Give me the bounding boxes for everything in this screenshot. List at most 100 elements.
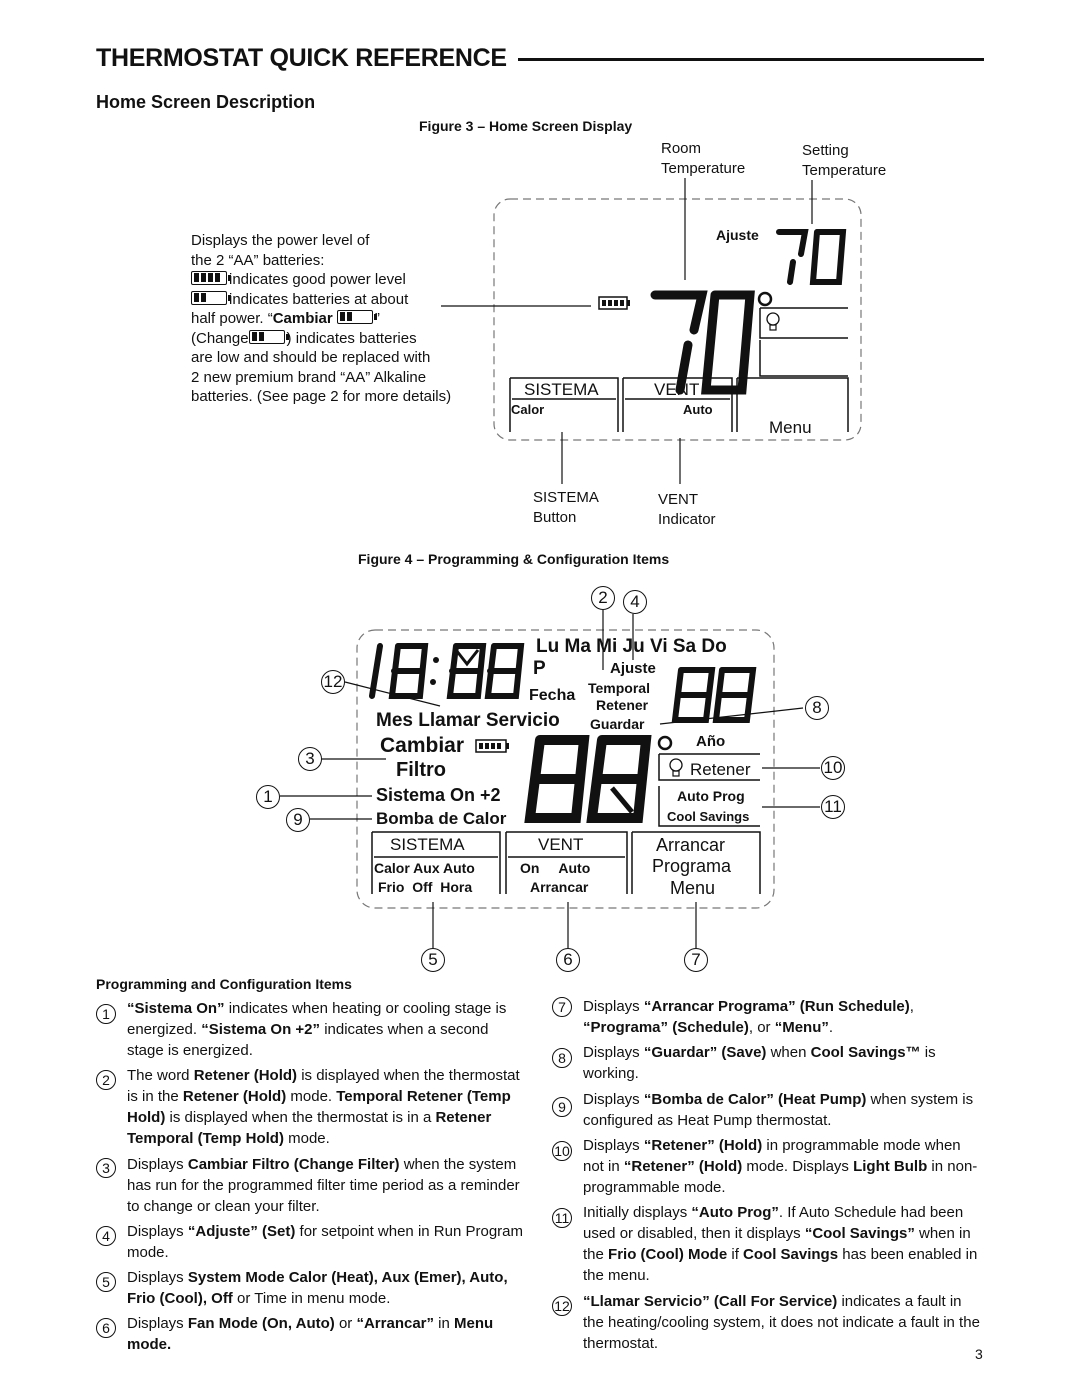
item-3-number: 3 (96, 1158, 116, 1178)
lcd-ajuste: Ajuste (716, 227, 759, 243)
page-title: THERMOSTAT QUICK REFERENCE (96, 44, 507, 72)
battery-desc-line7: are low and should be replaced with (191, 349, 431, 366)
setting-temperature-label: Setting Temperature (802, 142, 887, 179)
battery-desc-line6: (Change) indicates batteries (191, 329, 417, 347)
item-1-number: 1 (96, 1004, 116, 1024)
callout-1: 1 (256, 785, 280, 809)
battery-desc-line2: the 2 “AA” batteries: (191, 251, 325, 269)
item-6-text: Displays Fan Mode (On, Auto) or “Arranca… (127, 1315, 494, 1353)
lcd-retener: Retener (690, 760, 751, 779)
item-10-text: Displays “Retener” (Hold) in programmabl… (583, 1137, 978, 1196)
title-rule (518, 58, 984, 61)
lcd-calor: Calor (511, 402, 545, 417)
callout-2: 2 (591, 586, 615, 610)
lcd-programa: Programa (652, 856, 732, 876)
item-12-number: 12 (552, 1296, 572, 1316)
battery-description: Displays the power level of the 2 “AA” b… (191, 231, 491, 407)
item-11-text: Initially displays “Auto Prog”. If Auto … (583, 1204, 978, 1284)
item-9-number: 9 (552, 1097, 572, 1117)
lcd-vent-row1: On Auto (520, 860, 591, 876)
item-4-number: 4 (96, 1226, 116, 1246)
lcd-auto: Auto (683, 402, 713, 417)
lcd-bomba-de-calor: Bomba de Calor (376, 809, 507, 828)
lcd-menu: Menu (769, 418, 812, 437)
item-1-text: “Sistema On” indicates when heating or c… (127, 1000, 507, 1059)
battery-change-icon (248, 329, 289, 344)
clock-digits (369, 643, 525, 699)
battery-lcd-icon (598, 296, 630, 310)
section-title: Home Screen Description (96, 92, 316, 112)
items-heading: Programming and Configuration Items (96, 976, 352, 992)
battery-low-icon (336, 310, 377, 324)
lcd-days: Lu Ma Mi Ju Vi Sa Do (536, 636, 727, 657)
filter-battery-icon (475, 739, 509, 753)
lcd-vent: VENT (654, 380, 700, 399)
item-5-number: 5 (96, 1272, 116, 1292)
callout-6: 6 (556, 948, 580, 972)
lcd-filtro: Filtro (396, 759, 446, 781)
set-digits (671, 667, 757, 723)
item-7-number: 7 (552, 997, 572, 1017)
figure4-lcd-drawing (280, 610, 820, 948)
lcd-retener-small: Retener (596, 697, 649, 713)
lcd-cambiar: Cambiar (380, 734, 465, 757)
battery-desc-line1: Displays the power level of (191, 232, 370, 249)
battery-desc-line3: indicates good power level (191, 270, 491, 290)
item-2-number: 2 (96, 1070, 116, 1090)
lcd-menu-fig4: Menu (670, 878, 716, 898)
callout-4: 4 (623, 590, 647, 614)
lcd-ajuste-fig4: Ajuste (610, 660, 656, 677)
figure3-caption: Figure 3 – Home Screen Display (419, 118, 633, 134)
lcd-sys-row1: Calor Aux Auto (374, 860, 475, 876)
item-8-number: 8 (552, 1048, 572, 1068)
lcd-guardar: Guardar (590, 716, 645, 732)
big-digits (524, 735, 652, 823)
lcd-temporal: Temporal (588, 680, 650, 696)
callout-12: 12 (321, 670, 345, 694)
callout-3: 3 (298, 747, 322, 771)
lcd-sistema-on: Sistema On +2 (376, 785, 501, 805)
callout-10: 10 (821, 756, 845, 780)
item-11-number: 11 (552, 1208, 572, 1228)
item-4-text: Displays “Adjuste” (Set) for setpoint wh… (127, 1223, 523, 1261)
lcd-sistema: SISTEMA (524, 380, 599, 399)
room-temp-digits (650, 290, 755, 395)
figure4-caption: Figure 4 – Programming & Configuration I… (358, 551, 670, 567)
callout-5: 5 (421, 948, 445, 972)
battery-desc-line9: batteries. (See page 2 for more details) (191, 388, 452, 405)
callout-8: 8 (805, 696, 829, 720)
lightbulb-icon (766, 312, 780, 331)
item-12-text: “Llamar Servicio” (Call For Service) ind… (583, 1293, 980, 1352)
item-10-number: 10 (552, 1141, 572, 1161)
callout-9: 9 (286, 808, 310, 832)
item-2-text: The word Retener (Hold) is displayed whe… (127, 1067, 520, 1147)
battery-desc-line8: 2 new premium brand “AA” Alkaline (191, 368, 427, 386)
page-number: 3 (975, 1346, 983, 1362)
item-8-text: Displays “Guardar” (Save) when Cool Savi… (583, 1044, 936, 1082)
sistema-button-label: SISTEMA Button (533, 489, 599, 526)
item-6-number: 6 (96, 1318, 116, 1338)
set-temp-digits (776, 229, 847, 285)
item-5-text: Displays System Mode Calor (Heat), Aux (… (127, 1269, 508, 1307)
battery-desc-line4: indicates batteries at about (191, 290, 491, 310)
battery-desc-line5: half power. “Cambiar ” (191, 310, 380, 327)
callout-7: 7 (684, 948, 708, 972)
battery-full-icon (191, 271, 231, 285)
callout-11: 11 (821, 795, 845, 819)
battery-half-icon (191, 290, 231, 305)
lcd-vent-fig4: VENT (538, 835, 584, 854)
lcd-arrancar: Arrancar (656, 835, 726, 855)
lcd-mes-llamar-servicio: Mes Llamar Servicio (376, 710, 560, 731)
lcd-auto-prog: Auto Prog (677, 788, 745, 804)
lcd-fecha: Fecha (529, 687, 576, 704)
room-temperature-label: Room Temperature (661, 140, 746, 177)
item-3-text: Displays Cambiar Filtro (Change Filter) … (127, 1156, 520, 1215)
lcd-vent-row2: Arrancar (530, 879, 589, 895)
lcd-p: P (533, 658, 546, 679)
item-7-text: Displays “Arrancar Programa” (Run Schedu… (583, 998, 914, 1036)
vent-indicator-label: VENT Indicator (658, 491, 716, 528)
lcd-cool-savings: Cool Savings (667, 809, 750, 824)
item-9-text: Displays “Bomba de Calor” (Heat Pump) wh… (583, 1091, 974, 1129)
lcd-sistema-fig4: SISTEMA (390, 835, 465, 854)
lcd-sys-row2: Frio Off Hora (378, 879, 473, 895)
